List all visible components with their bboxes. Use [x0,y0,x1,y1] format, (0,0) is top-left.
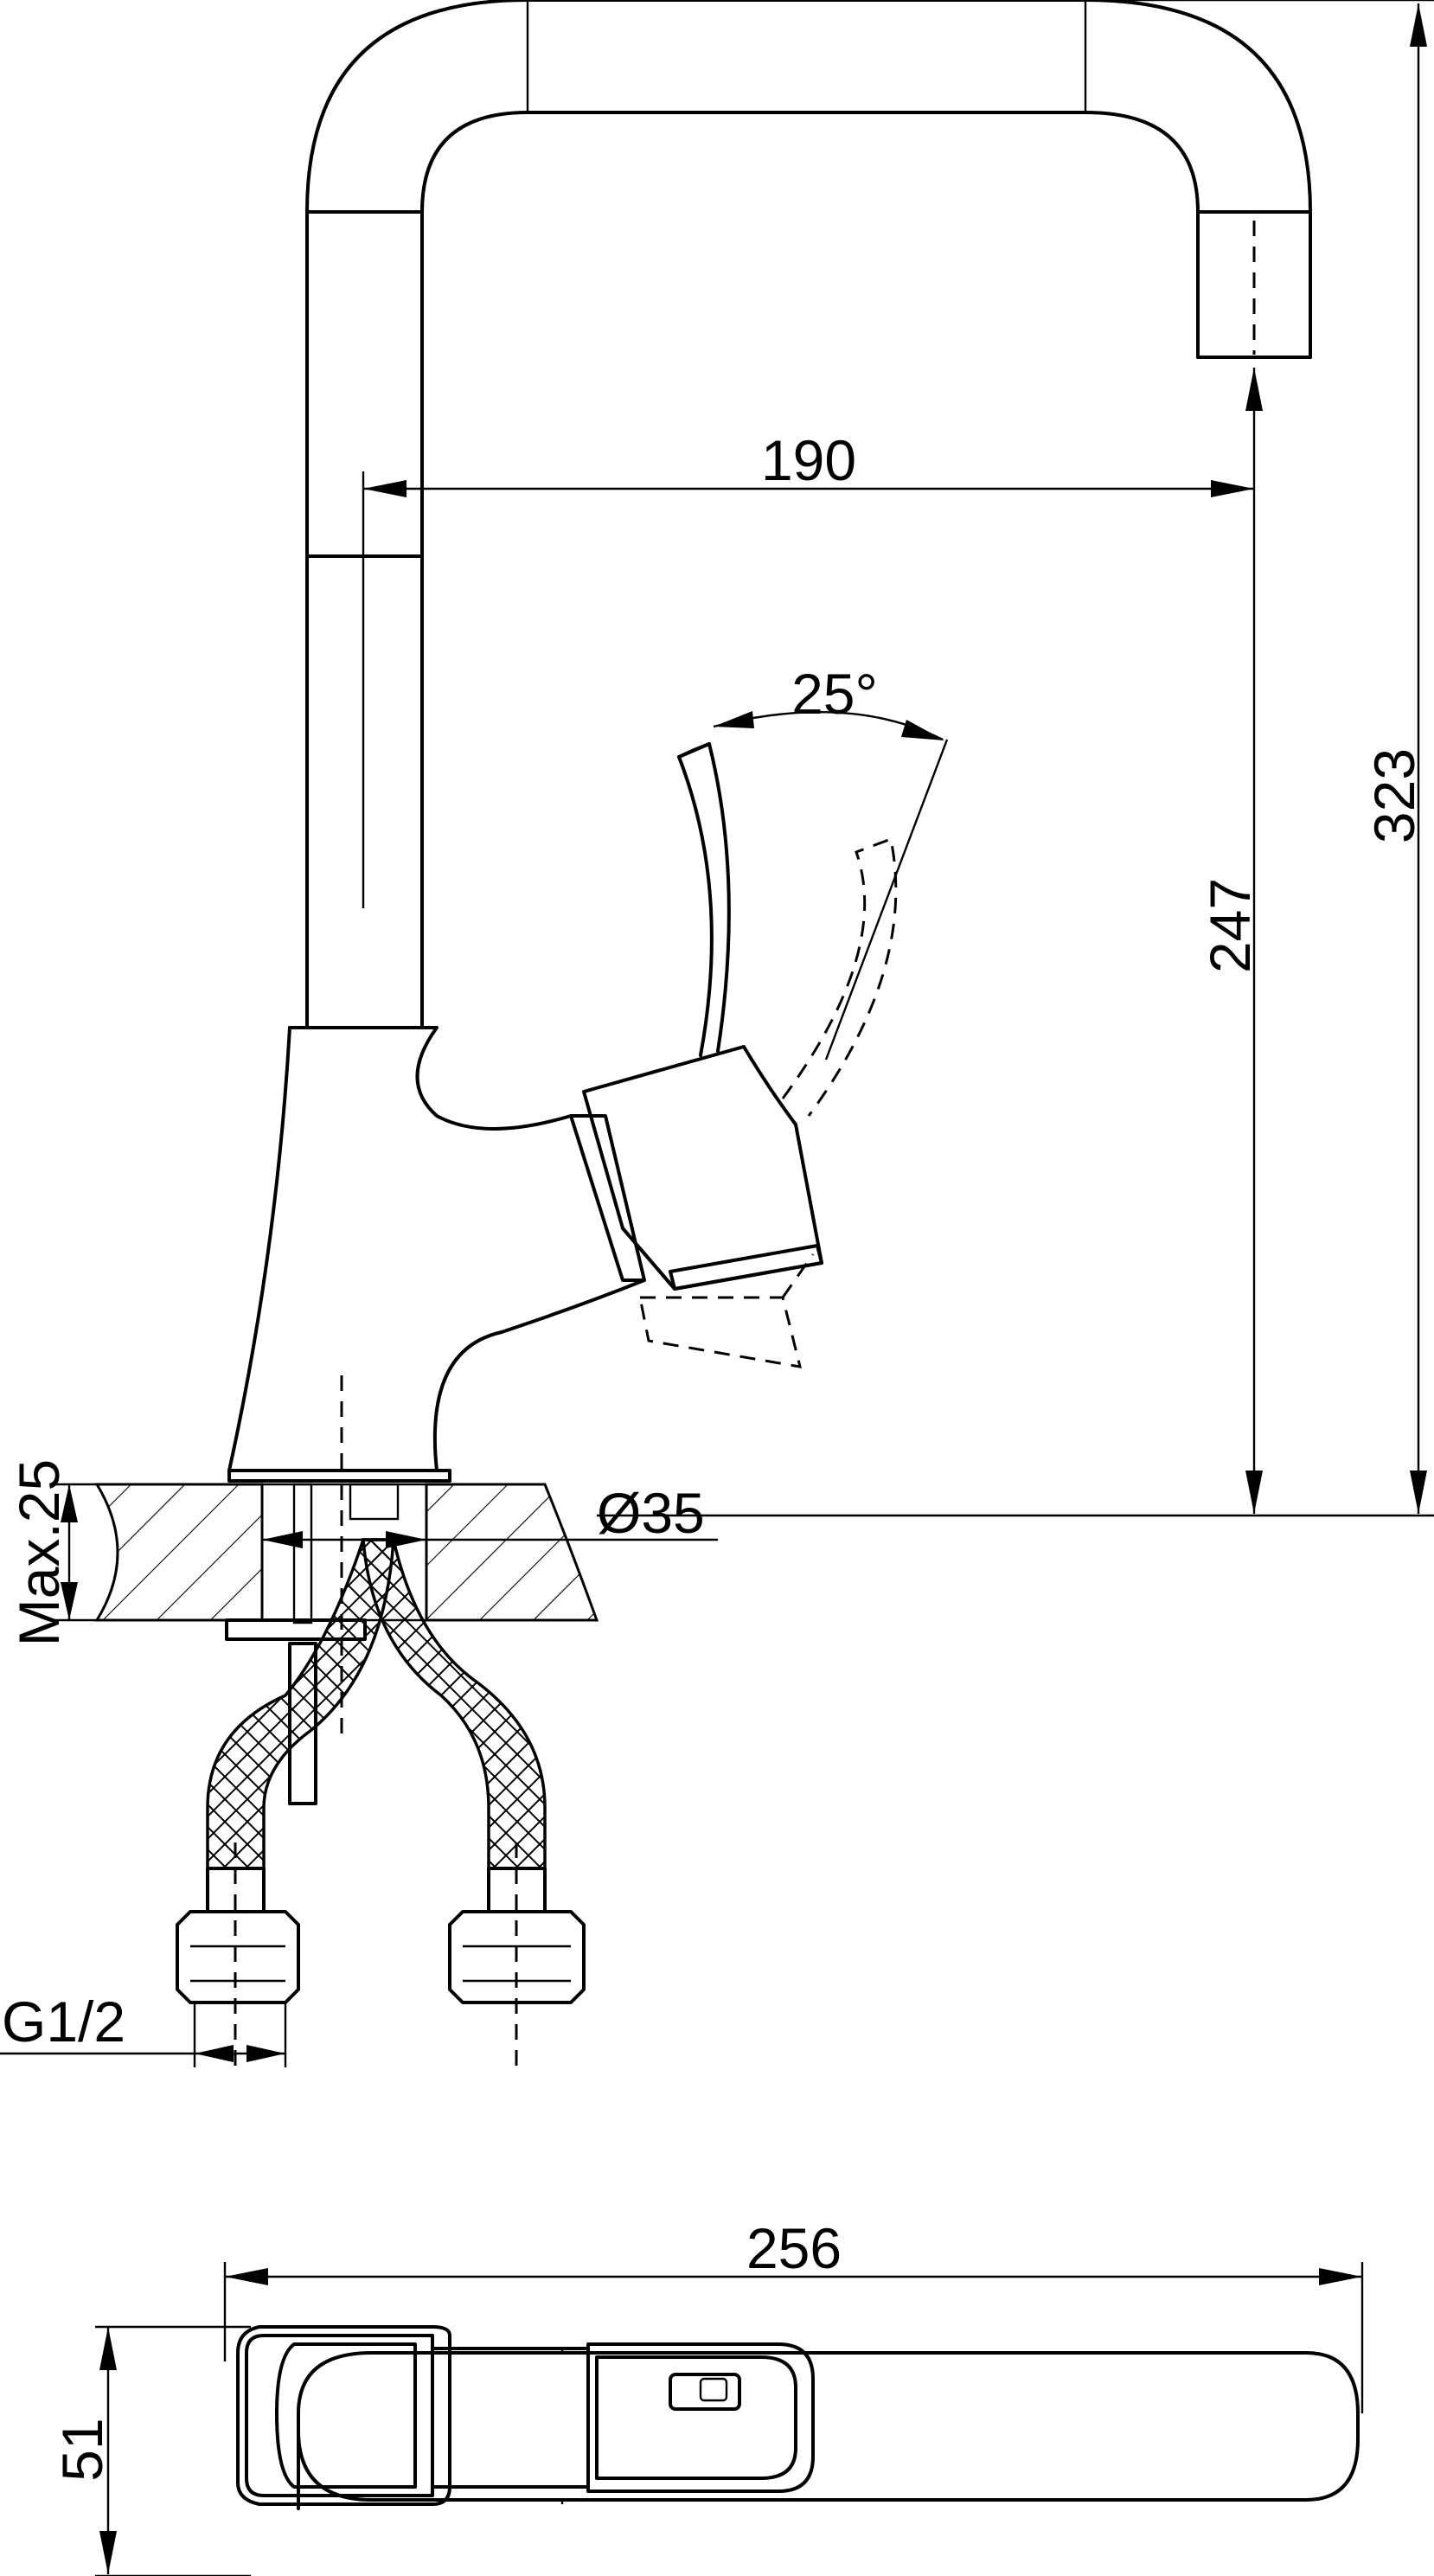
dimension-thread: G1/2 [0,1990,287,2067]
dimension-label-thread: G1/2 [2,1990,125,2054]
dimension-deck-hole: Ø35 [262,1481,718,1548]
spout [305,0,1312,1028]
dimension-deck-thickness: Max.25 [7,1459,97,1646]
top-view [236,2325,1360,2510]
aerator [1196,210,1312,359]
dimension-total-height: 323 [597,0,1434,1517]
dimension-label-overall-length: 256 [746,2216,842,2280]
dimension-overall-length: 256 [223,2216,1364,2413]
mounting-deck [94,1483,599,1622]
dimension-label-outlet-height: 247 [1198,878,1262,973]
faucet-body [227,1026,646,1483]
dimension-label-base-width: 51 [50,2418,114,2481]
dimension-spout-reach: 190 [362,428,1254,908]
dimension-label-total-height: 323 [1362,748,1426,843]
dimension-label-deck-hole: Ø35 [597,1481,705,1545]
cartridge-housing [569,1045,823,1291]
handle-lever [677,742,731,1057]
dimension-lever-angle: 25° [713,662,949,1061]
dimension-label-lever-angle: 25° [791,662,878,726]
dimension-label-spout-reach: 190 [761,428,856,492]
dimension-base-width: 51 [50,2325,251,2576]
handle-lever-tilted-outline [638,836,898,1368]
dimension-label-deck-thickness: Max.25 [7,1459,71,1646]
dimension-outlet-height: 247 [1198,368,1263,1514]
supply-hose-right [362,1538,586,2067]
supply-hose-left [176,1538,395,2067]
